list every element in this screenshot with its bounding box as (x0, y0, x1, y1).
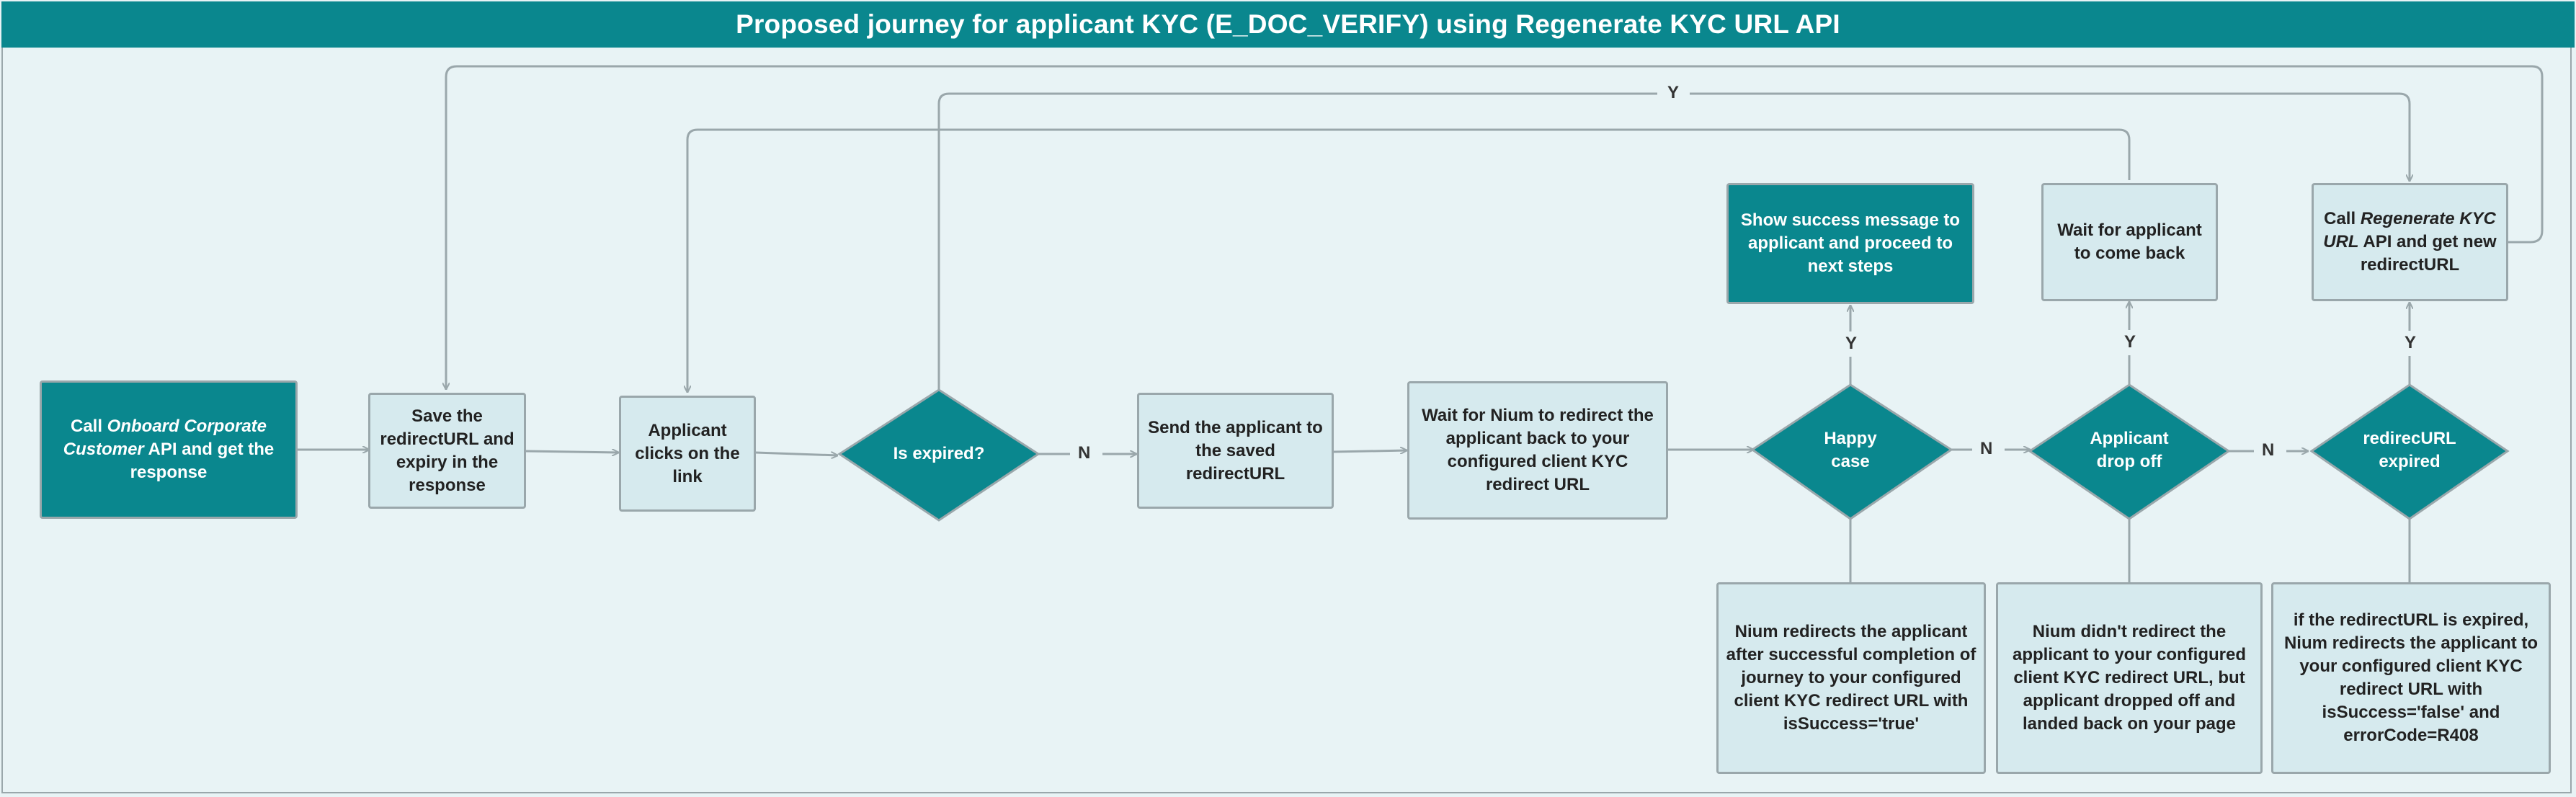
note-happy-case: Nium redirects the applicant after succe… (1716, 582, 1986, 774)
edge-label-expired-yes: Y (2400, 333, 2421, 353)
node-save-redirect: Save the redirectURL and expiry in the r… (368, 393, 526, 509)
node-send-applicant: Send the applicant to the saved redirect… (1137, 393, 1334, 509)
edge-label-happy-no: N (1976, 439, 1997, 459)
diamond-is-expired (837, 388, 1040, 522)
edge-expired-regenerate-2 (1690, 92, 2410, 182)
diamond-redirect-expired (2309, 383, 2510, 520)
label-is-expired: Is expired? (893, 444, 985, 463)
edge-label-dropoff-no: N (2258, 440, 2279, 460)
node-onboard: Call Onboard Corporate Customer API and … (40, 380, 298, 519)
edge-label-is-expired-no: N (1074, 443, 1095, 463)
edge-clicks-expired (755, 451, 838, 455)
edge-send-wait (1333, 450, 1407, 452)
label-applicant-drop-off: Applicant drop off (2090, 429, 2169, 471)
label-happy-case: Happy case (1824, 429, 1877, 471)
node-wait-nium: Wait for Nium to redirect the applicant … (1407, 381, 1668, 520)
title-bar: Proposed journey for applicant KYC (E_DO… (1, 1, 2575, 48)
note-applicant-drop-off: Nium didn't redirect the applicant to yo… (1996, 582, 2263, 774)
edge-save-clicks (525, 451, 619, 453)
diamond-applicant-drop-off (2028, 383, 2231, 520)
node-call-regenerate: Call Regenerate KYC URL API and get new … (2312, 183, 2508, 301)
edge-label-is-expired-yes: Y (1663, 83, 1684, 103)
node-show-success: Show success message to applicant and pr… (1726, 183, 1974, 304)
edge-regenerate-save (446, 65, 2544, 390)
edge-expired-regenerate (937, 92, 1657, 390)
edge-label-dropoff-yes: Y (2120, 332, 2141, 352)
node-applicant-clicks: Applicant clicks on the link (619, 396, 756, 512)
label-redirect-expired: redirecURL expired (2363, 429, 2456, 471)
note-redirect-expired: if the redirectURL is expired, Nium redi… (2271, 582, 2551, 774)
diagram-title: Proposed journey for applicant KYC (E_DO… (736, 9, 1840, 39)
edge-wait-clicks (687, 128, 2131, 393)
node-wait-applicant: Wait for applicant to come back (2041, 183, 2218, 301)
diamond-happy-case (1750, 383, 1953, 520)
edge-label-happy-yes: Y (1841, 334, 1862, 354)
